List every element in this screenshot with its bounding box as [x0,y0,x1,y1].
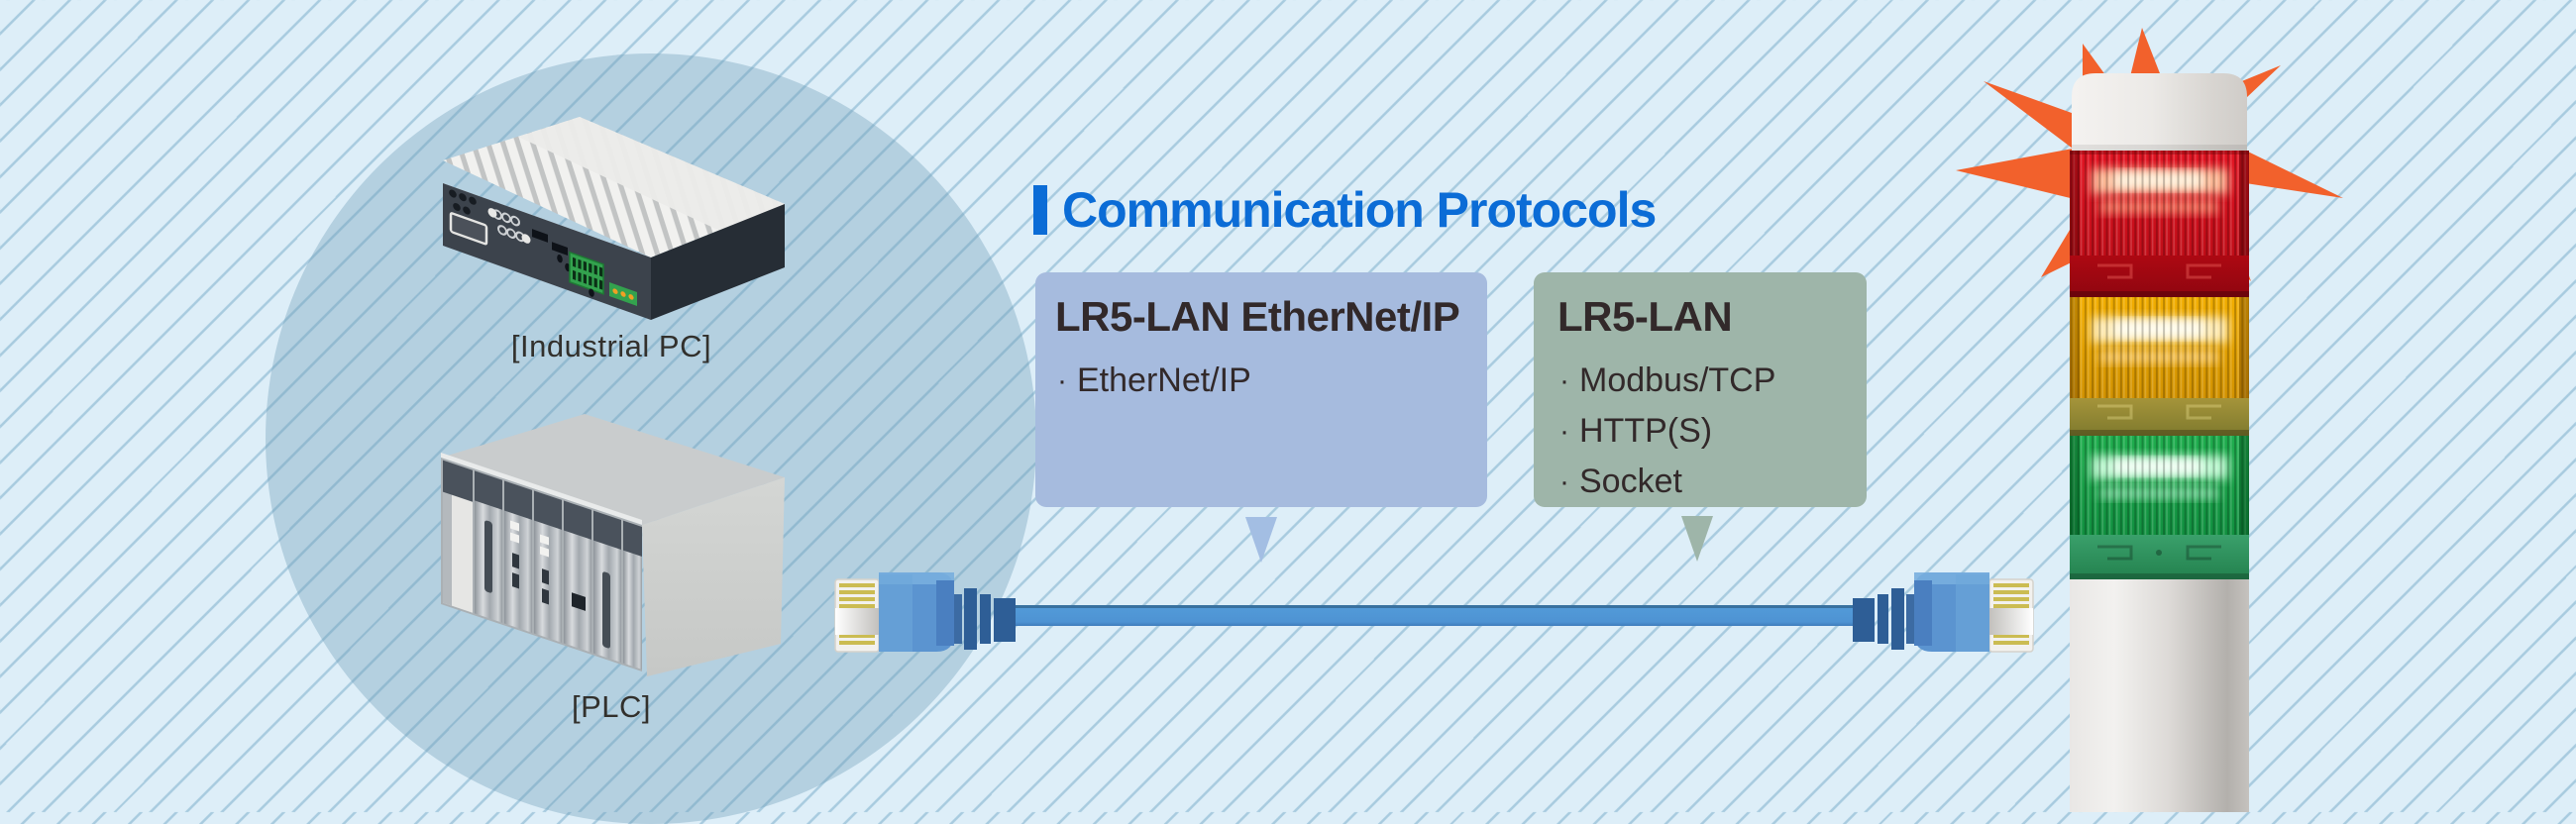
bullet-icon: · [1559,465,1569,498]
lan-cable [1009,605,1859,626]
plc-illustration [441,414,785,676]
protocol-item: · Modbus/TCP [1559,356,1847,406]
pointer-down-icon [1245,517,1277,563]
protocol-item-label: HTTP(S) [1579,412,1713,450]
rj45-connector-left [834,572,1016,653]
protocol-box-title: LR5-LAN EtherNet/IP [1055,293,1460,340]
protocol-box-title: LR5-LAN [1557,293,1733,340]
bullet-icon: · [1057,364,1067,397]
heading-accent-bar [1033,185,1047,235]
protocol-box-lr5-lan: LR5-LAN · Modbus/TCP · HTTP(S) · Socket [1534,272,1867,507]
protocol-item-label: Modbus/TCP [1579,361,1776,399]
protocol-item-label: Socket [1579,463,1682,500]
bullet-icon: · [1559,415,1569,448]
protocol-box-lr5-lan-ethernet-ip: LR5-LAN EtherNet/IP · EtherNet/IP [1035,272,1487,507]
bullet-icon: · [1559,364,1569,397]
page-title: Communication Protocols [1062,182,1657,238]
section-heading: Communication Protocols [1033,182,1657,238]
protocol-item: · HTTP(S) [1559,406,1847,457]
industrial-pc-label: [Industrial PC] [510,329,712,363]
pointer-down-icon [1681,516,1713,562]
protocol-list: · Modbus/TCP · HTTP(S) · Socket [1559,356,1847,507]
protocol-list: · EtherNet/IP [1057,356,1467,406]
protocol-item: · Socket [1559,457,1847,507]
industrial-pc-illustration [443,117,785,320]
signal-tower [2070,73,2249,812]
rj45-connector-right [1853,572,2034,653]
protocol-item-label: EtherNet/IP [1077,361,1251,399]
plc-label: [PLC] [571,689,652,724]
protocol-item: · EtherNet/IP [1057,356,1467,406]
